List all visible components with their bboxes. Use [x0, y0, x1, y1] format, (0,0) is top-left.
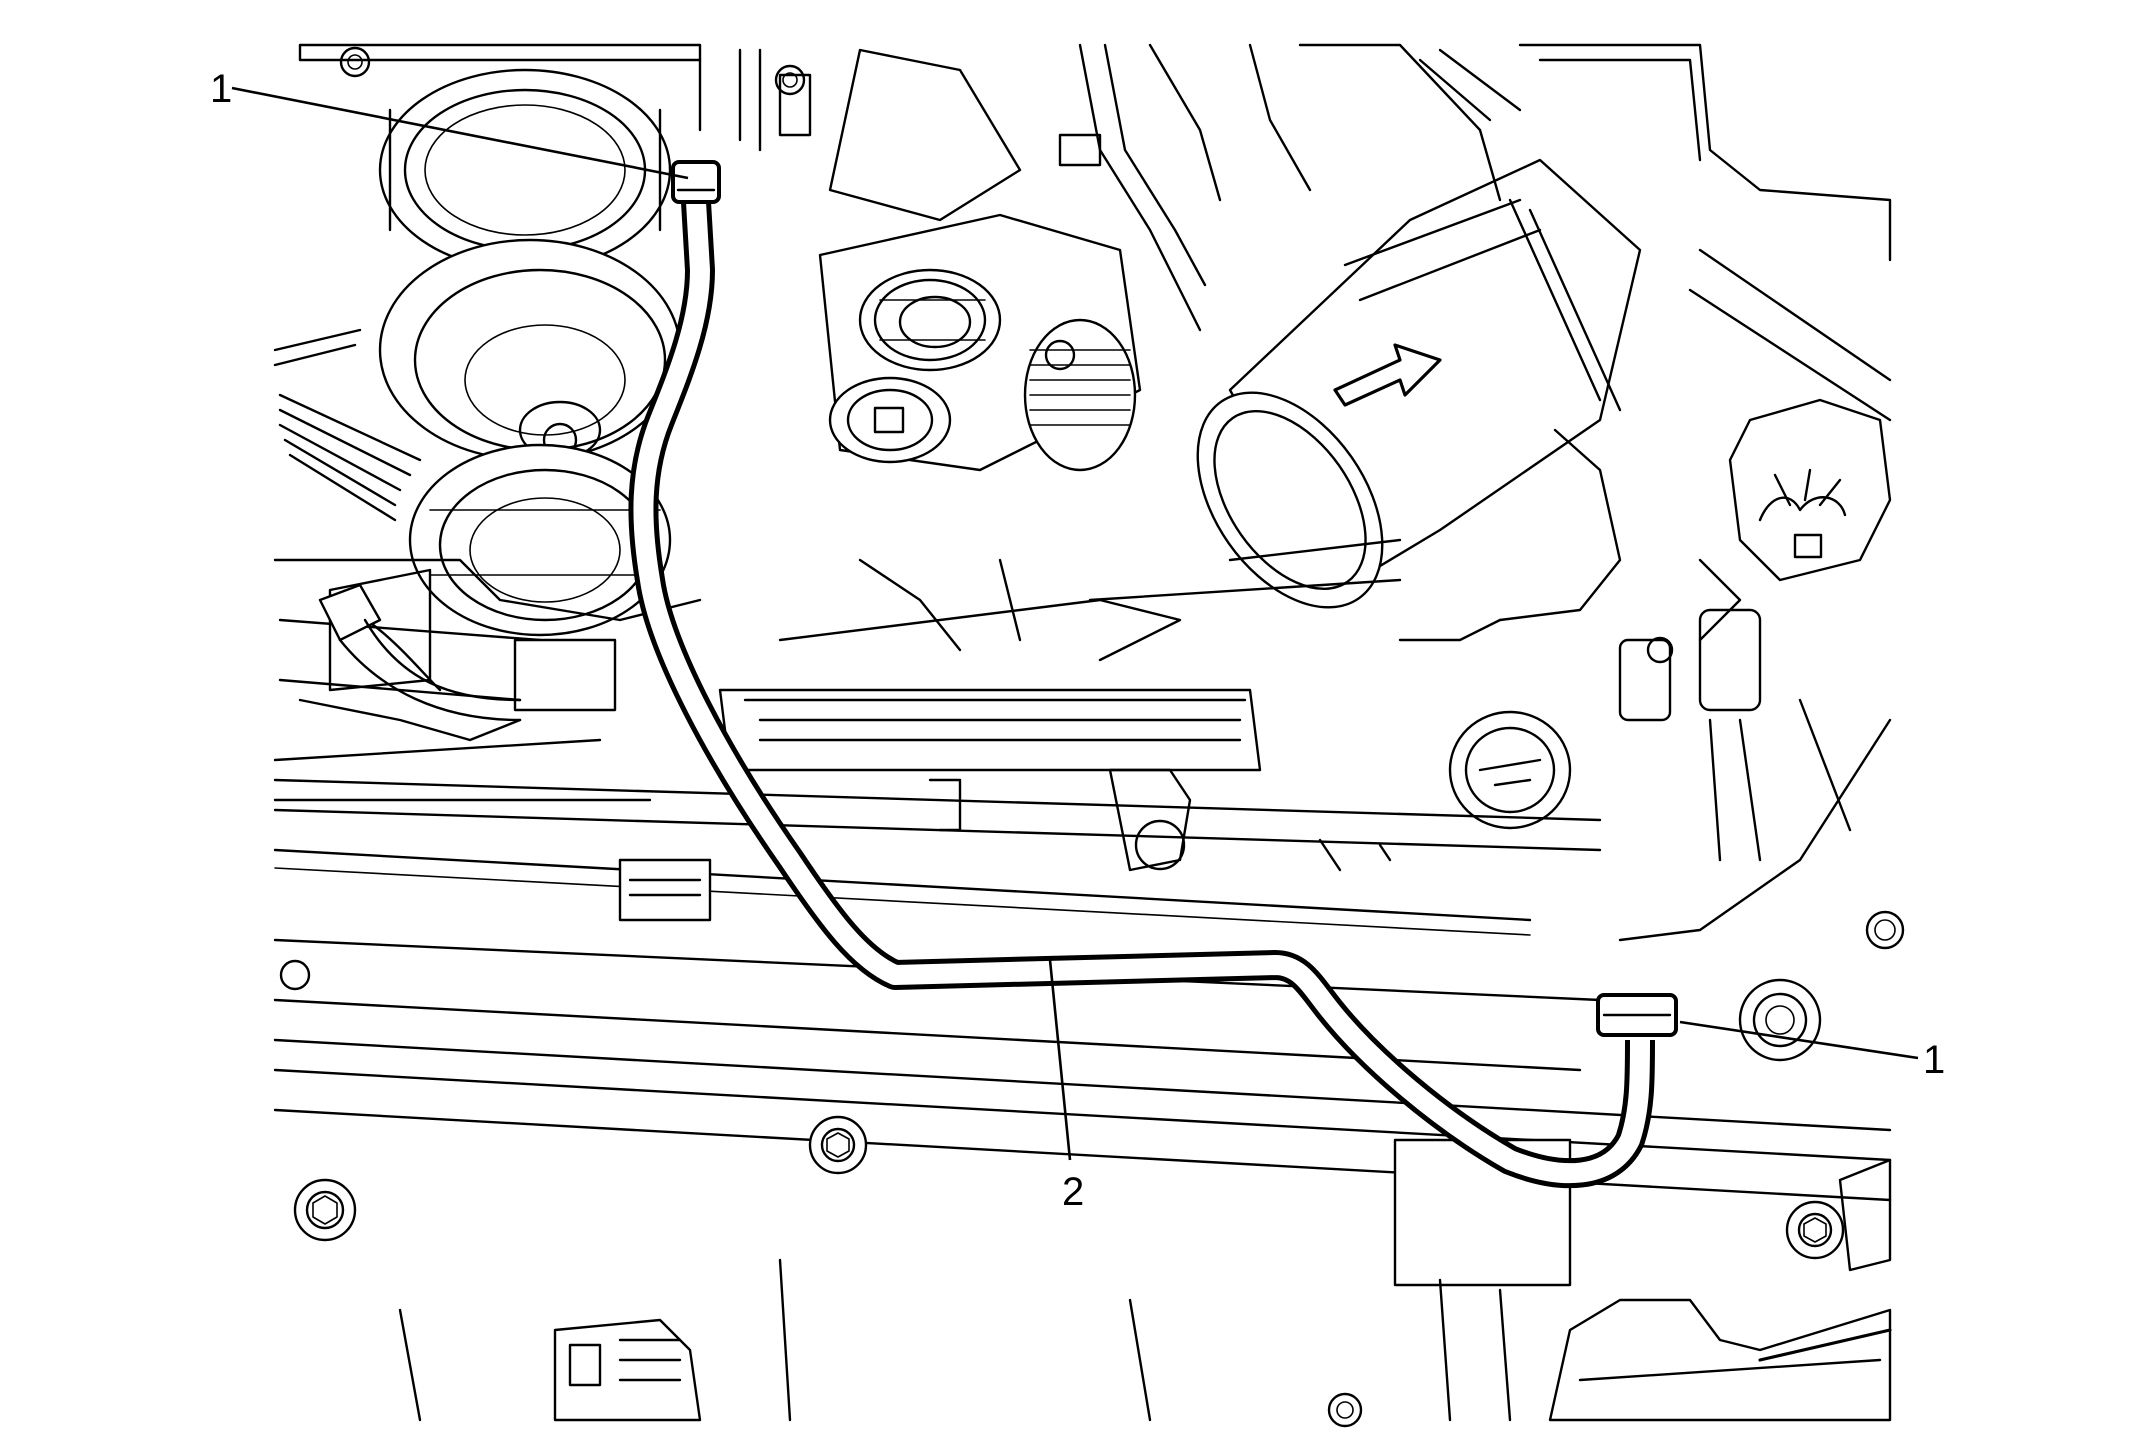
- washer-reservoir-cap: [1728, 398, 1892, 582]
- bolts: [293, 910, 1905, 1428]
- callouts: 1 2 1: [210, 67, 1945, 1214]
- radiator-upper-bar: [273, 768, 1602, 936]
- right-side-sensors: [1618, 558, 1892, 942]
- center-belt-tensioner: [818, 213, 1142, 472]
- upper-pulley: [298, 43, 702, 272]
- callout-label-clamp-left: 1: [210, 67, 232, 111]
- callout-label-clamp-right: 1: [1923, 1038, 1945, 1082]
- hose-clamp-upper: [671, 160, 721, 204]
- upper-center-brackets: [698, 43, 1522, 332]
- bottom-left-bracket: [553, 1318, 702, 1422]
- left-large-pulley: [378, 238, 682, 462]
- bolt-far-right: [1738, 978, 1822, 1062]
- left-hose-connector: [318, 583, 522, 722]
- belt-left: [273, 328, 422, 522]
- bolt-right: [1785, 1200, 1845, 1260]
- leader-clamp-left: [231, 86, 689, 180]
- heater-hose: [628, 160, 1678, 1189]
- bolt-center-left: [808, 1115, 868, 1175]
- fan-shroud-center: [718, 538, 1402, 772]
- leader-clamp-right: [1679, 1020, 1919, 1060]
- leader-hose: [1048, 959, 1072, 1161]
- bolt-left: [293, 1178, 357, 1242]
- bolt-edge-right: [1865, 910, 1905, 950]
- intake-duct: [1196, 158, 1642, 642]
- right-round-port: [1448, 710, 1572, 830]
- callout-label-hose: 2: [1062, 1170, 1084, 1214]
- right-upper-panel: [1518, 43, 1892, 422]
- hose-body: [633, 184, 1650, 1184]
- hose-clamp-lower: [1596, 993, 1678, 1037]
- engine-background-linework: [273, 43, 1905, 1428]
- bottom-right-housing: [1548, 1158, 1892, 1422]
- bolt-bottom: [1327, 1392, 1363, 1428]
